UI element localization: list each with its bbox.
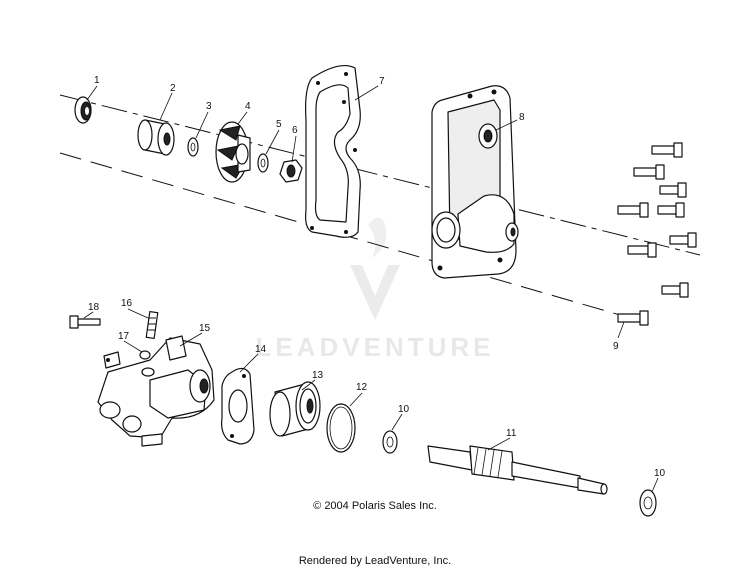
bolt [657,202,685,218]
callout-7: 7 [379,76,385,87]
callout-17: 17 [118,331,130,342]
callout-13: 13 [312,370,324,381]
part-1-seal [74,96,92,124]
part-18-bolt [69,315,101,329]
callout-3: 3 [206,101,212,112]
copyright-notice: © 2004 Polaris Sales Inc. [313,500,437,512]
bolt [617,310,649,326]
part-12-o-ring [326,403,356,453]
bolt [669,232,697,248]
part-14-gasket [221,367,255,445]
part-13-filter [269,381,321,437]
part-10-washer-upper [382,430,398,454]
callout-labels: 1 2 3 4 5 6 7 8 9 10 10 11 12 13 14 15 1… [88,75,666,479]
callout-8: 8 [519,112,525,123]
bolt [633,164,665,180]
bolt-group [617,142,697,326]
callout-18: 18 [88,302,100,313]
part-8-pump-cover [431,85,519,279]
callout-12: 12 [356,382,368,393]
watermark-text: LEADVENTURE [255,332,494,362]
part-4-impeller [215,121,251,183]
part-11-shaft [427,445,608,495]
callout-15: 15 [199,323,211,334]
callout-14: 14 [255,344,267,355]
bolt [661,282,689,298]
bolt [617,202,649,218]
callout-6: 6 [292,125,298,136]
part-2-bearing [137,119,175,156]
bolt [651,142,683,158]
part-3-washer [187,137,199,157]
part-15-oil-pump [97,335,215,447]
bolt [627,242,657,258]
callout-1: 1 [94,75,100,86]
callout-2: 2 [170,83,176,94]
part-7-gasket [305,65,361,238]
callout-16: 16 [121,298,133,309]
callout-4: 4 [245,101,251,112]
leader-lines [83,85,659,493]
callout-11: 11 [506,428,517,439]
part-16-pin [145,310,159,340]
bolt [659,182,687,198]
part-5-washer [257,153,269,173]
rendered-by-notice: Rendered by LeadVenture, Inc. [298,555,452,567]
callout-10-lower: 10 [654,468,666,479]
callout-5: 5 [276,119,282,130]
leadventure-watermark: LEADVENTURE [255,217,494,362]
callout-10-upper: 10 [398,404,410,415]
part-17-clip [139,350,151,360]
part-6-nut [279,159,303,183]
upper-axis-line [59,94,701,256]
part-10-washer-lower [639,489,657,517]
callout-9: 9 [613,341,619,352]
